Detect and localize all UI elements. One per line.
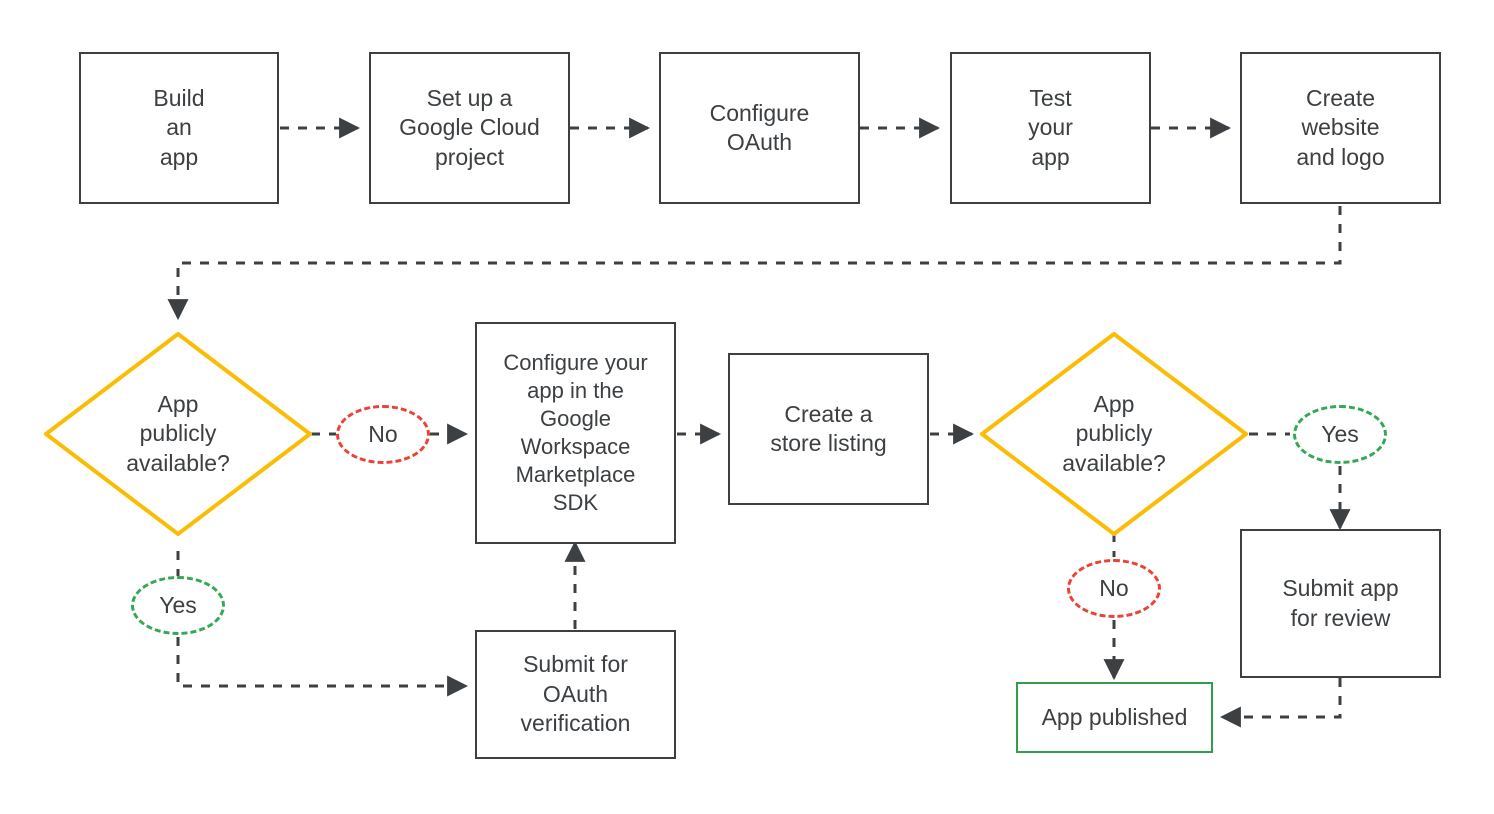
node-build-an-app-label: Build an app — [153, 84, 205, 170]
node-create-a-store-listing[interactable]: Create a store listing — [728, 353, 929, 505]
node-decision-app-publicly-available-1[interactable]: App publicly available? — [44, 332, 312, 536]
edge-website-to-decision1 — [167, 206, 1342, 321]
node-create-website-and-logo-label: Create website and logo — [1296, 84, 1385, 170]
node-test-your-app[interactable]: Test your app — [950, 52, 1151, 204]
diamond-shape — [980, 332, 1248, 536]
edge-label-no-2: No — [1067, 559, 1161, 618]
edge-label-yes-2: Yes — [1293, 405, 1387, 464]
node-configure-oauth-label: Configure OAuth — [709, 99, 810, 155]
node-submit-for-oauth-verification[interactable]: Submit for OAuth verification — [475, 630, 676, 759]
node-decision-app-publicly-available-2[interactable]: App publicly available? — [980, 332, 1248, 536]
node-test-your-app-label: Test your app — [1028, 84, 1073, 170]
diamond-shape — [44, 332, 312, 536]
node-app-published[interactable]: App published — [1016, 682, 1213, 753]
node-build-an-app[interactable]: Build an app — [79, 52, 279, 204]
node-create-a-store-listing-label: Create a store listing — [770, 400, 887, 456]
node-configure-app-in-marketplace-sdk[interactable]: Configure your app in the Google Workspa… — [475, 322, 676, 544]
edge-submit-review-to-app-published — [1219, 678, 1342, 728]
node-submit-app-for-review[interactable]: Submit app for review — [1240, 529, 1441, 678]
node-decision-app-publicly-available-2-label: App publicly available? — [1062, 390, 1166, 476]
edge-label-yes-1-text: Yes — [159, 592, 197, 618]
edge-label-yes-2-text: Yes — [1321, 421, 1359, 447]
node-app-published-label: App published — [1041, 703, 1188, 730]
edge-label-yes-1: Yes — [131, 576, 225, 635]
node-set-up-google-cloud-project[interactable]: Set up a Google Cloud project — [369, 52, 570, 204]
node-configure-app-in-marketplace-sdk-label: Configure your app in the Google Workspa… — [503, 349, 648, 516]
node-submit-app-for-review-label: Submit app for review — [1282, 575, 1399, 631]
edge-label-no-1-text: No — [368, 421, 398, 447]
node-submit-for-oauth-verification-label: Submit for OAuth verification — [520, 651, 631, 737]
edge-yes-to-oauth-verification — [176, 637, 469, 697]
edge-label-no-1: No — [336, 405, 430, 464]
edge-label-no-2-text: No — [1099, 575, 1129, 601]
node-decision-app-publicly-available-1-label: App publicly available? — [126, 390, 230, 476]
node-set-up-google-cloud-project-label: Set up a Google Cloud project — [399, 84, 540, 170]
node-configure-oauth[interactable]: Configure OAuth — [659, 52, 860, 204]
node-create-website-and-logo[interactable]: Create website and logo — [1240, 52, 1441, 204]
